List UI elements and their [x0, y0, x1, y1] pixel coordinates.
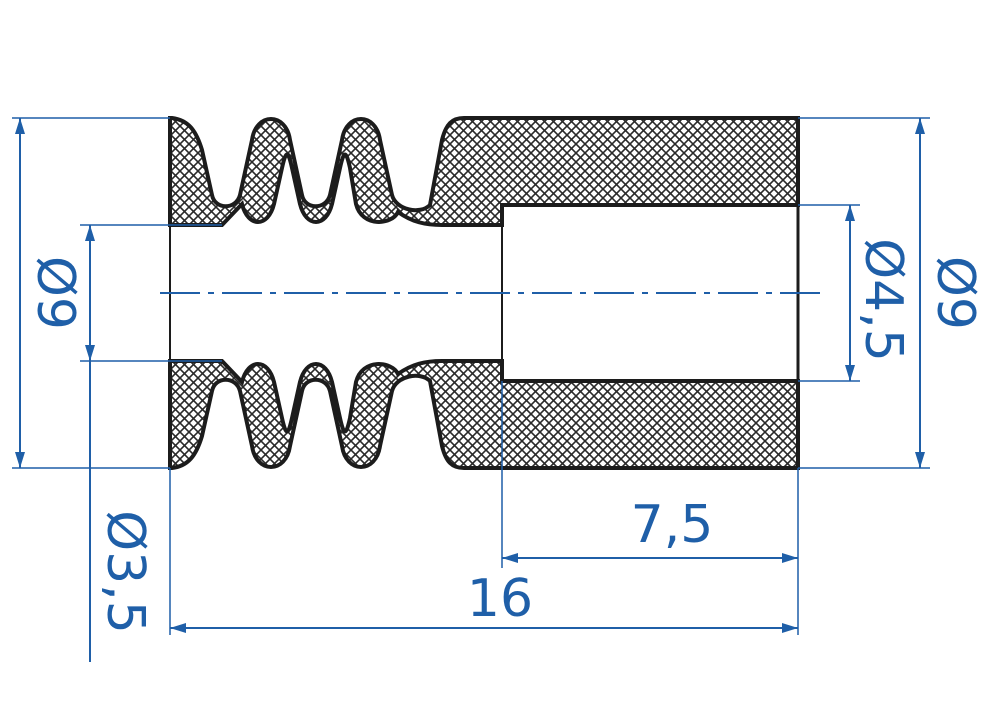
dim-label-outer-left: Ø9: [25, 256, 85, 330]
dim-label-outer-right: Ø9: [925, 256, 985, 330]
lower-wall-section: [168, 359, 800, 470]
dim-label-total-length: 16: [467, 569, 533, 629]
upper-wall-section: [168, 116, 800, 227]
dim-label-inner-left: Ø3,5: [95, 510, 155, 634]
dim-label-bore-length: 7,5: [631, 495, 714, 555]
dim-label-bore: Ø4,5: [853, 238, 913, 362]
